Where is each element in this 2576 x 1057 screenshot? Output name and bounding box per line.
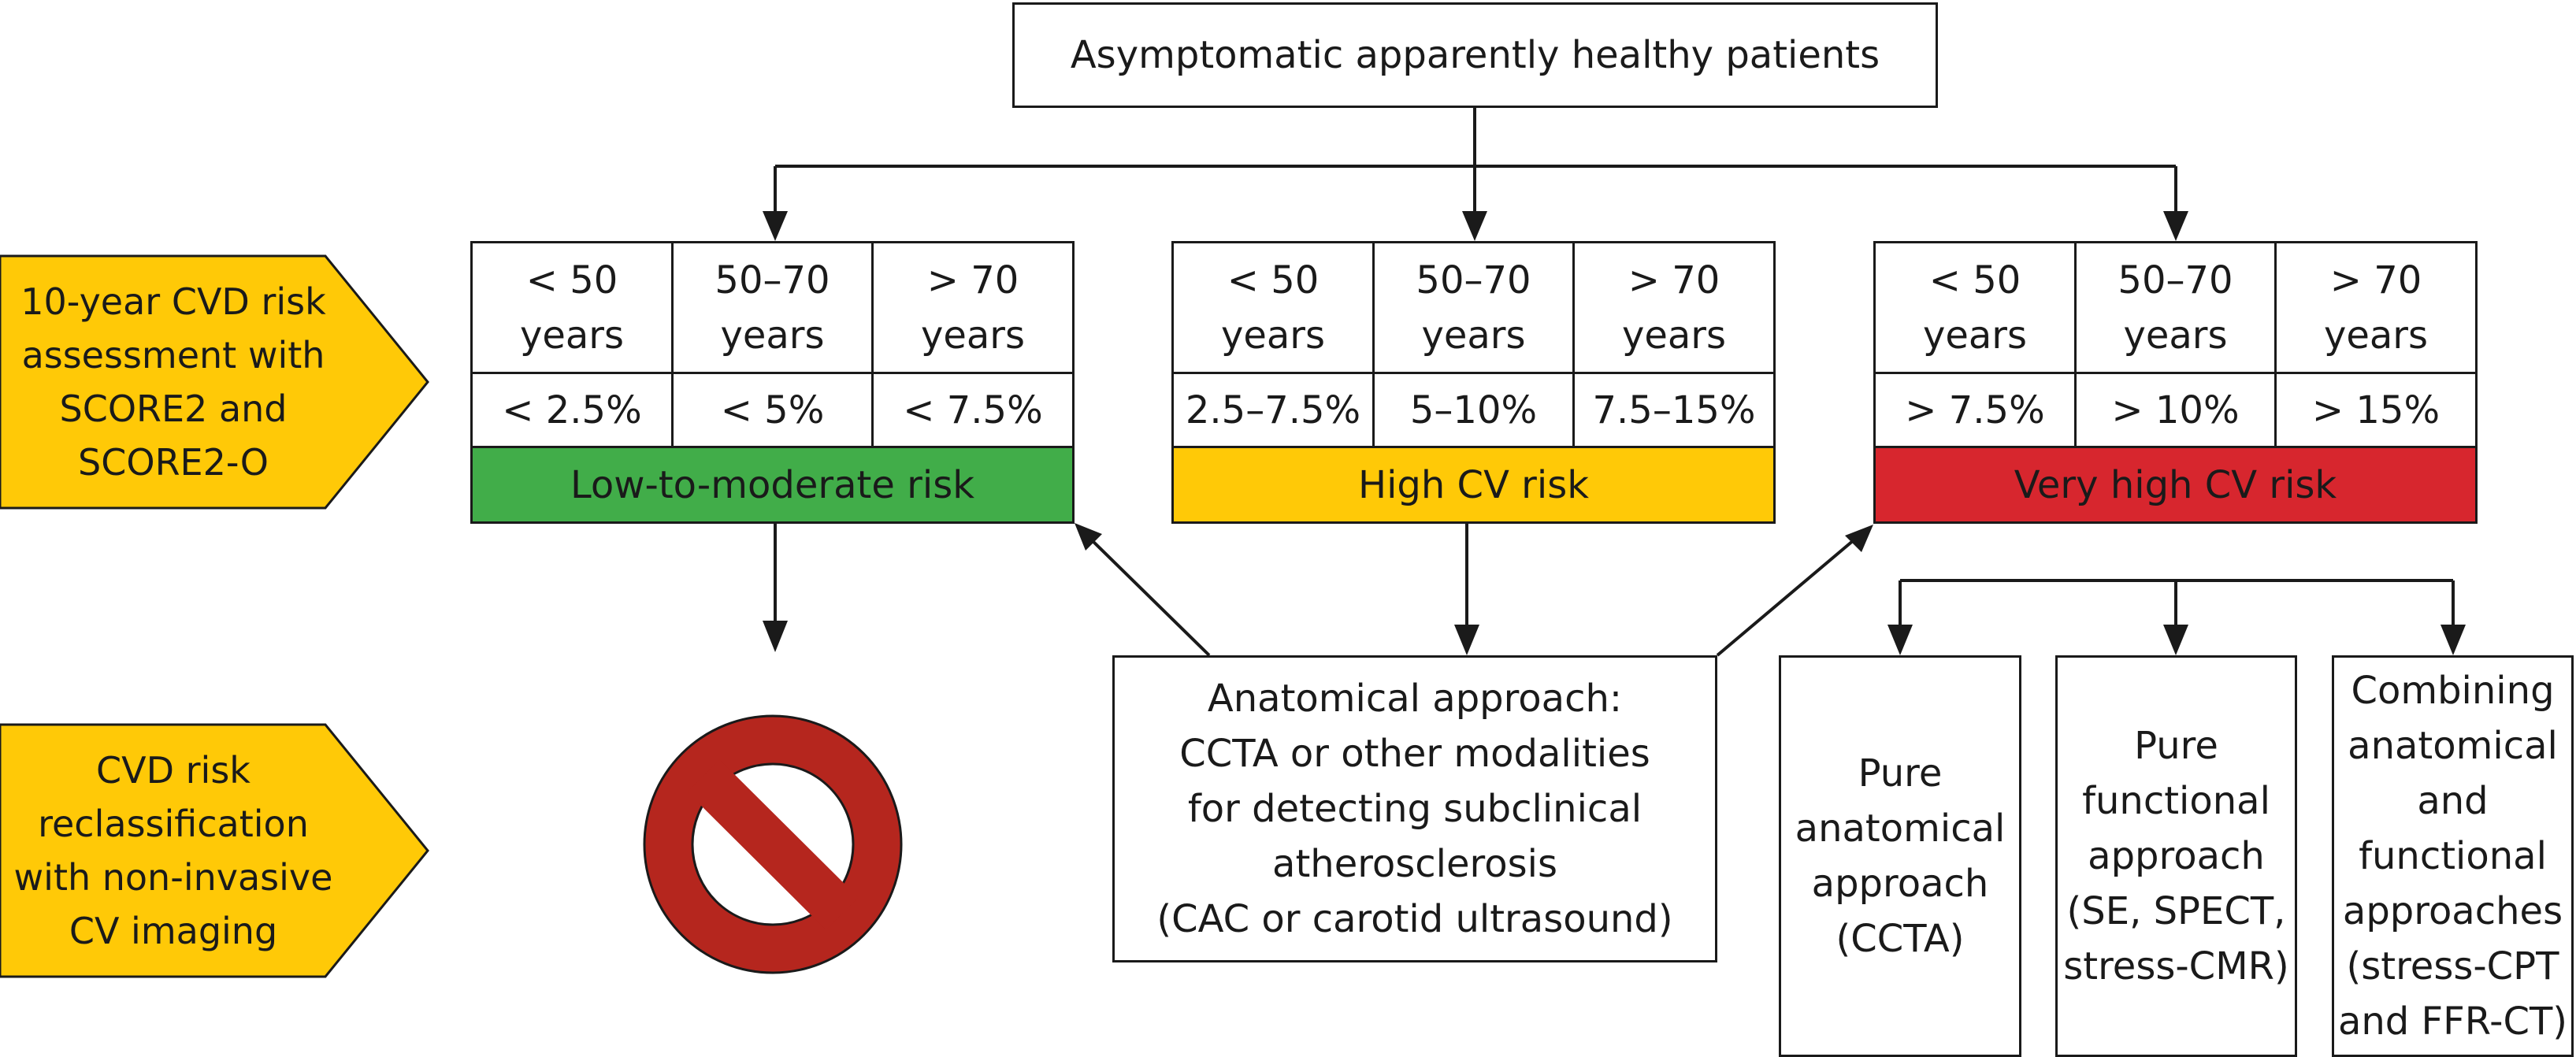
approach-box-anatomical: Pure anatomical approach (CCTA) [1779,655,2021,1057]
approach-box-functional: Pure functional approach (SE, SPECT, str… [2055,655,2297,1057]
risk-band-very-high: Very high CV risk [1873,446,2478,524]
threshold-cell: > 15% [2274,372,2478,448]
threshold-cell: 7.5–15% [1572,372,1776,448]
age-cell: < 50 years [1873,241,2077,374]
reclassification-arrow-shape [0,723,429,978]
age-cell: > 70 years [1572,241,1776,374]
anatomical-approach-box: Anatomical approach: CCTA or other modal… [1112,655,1717,962]
risk-assessment-arrow-shape [0,254,429,510]
threshold-cell: < 2.5% [470,372,674,448]
prohibition-sign-icon [643,714,903,974]
risk-assessment-label: 10-year CVD risk assessment with SCORE2 … [20,280,326,484]
age-cell: 50–70 years [1372,241,1575,374]
age-cell: 50–70 years [671,241,874,374]
age-cell: < 50 years [1171,241,1375,374]
threshold-cell: 2.5–7.5% [1171,372,1375,448]
risk-band-low: Low-to-moderate risk [470,446,1075,524]
threshold-cell: < 7.5% [871,372,1075,448]
risk-band-high: High CV risk [1171,446,1776,524]
threshold-cell: 5–10% [1372,372,1575,448]
root-box: Asymptomatic apparently healthy patients [1012,2,1938,108]
age-cell: 50–70 years [2074,241,2277,374]
reclassification-label: CVD risk reclassification with non-invas… [13,749,333,952]
threshold-cell: > 10% [2074,372,2277,448]
age-cell: < 50 years [470,241,674,374]
threshold-cell: > 7.5% [1873,372,2077,448]
age-cell: > 70 years [2274,241,2478,374]
root-text: Asymptomatic apparently healthy patients [1070,33,1880,77]
approach-box-combined: Combining anatomical and functional appr… [2332,655,2574,1057]
threshold-cell: < 5% [671,372,874,448]
age-cell: > 70 years [871,241,1075,374]
